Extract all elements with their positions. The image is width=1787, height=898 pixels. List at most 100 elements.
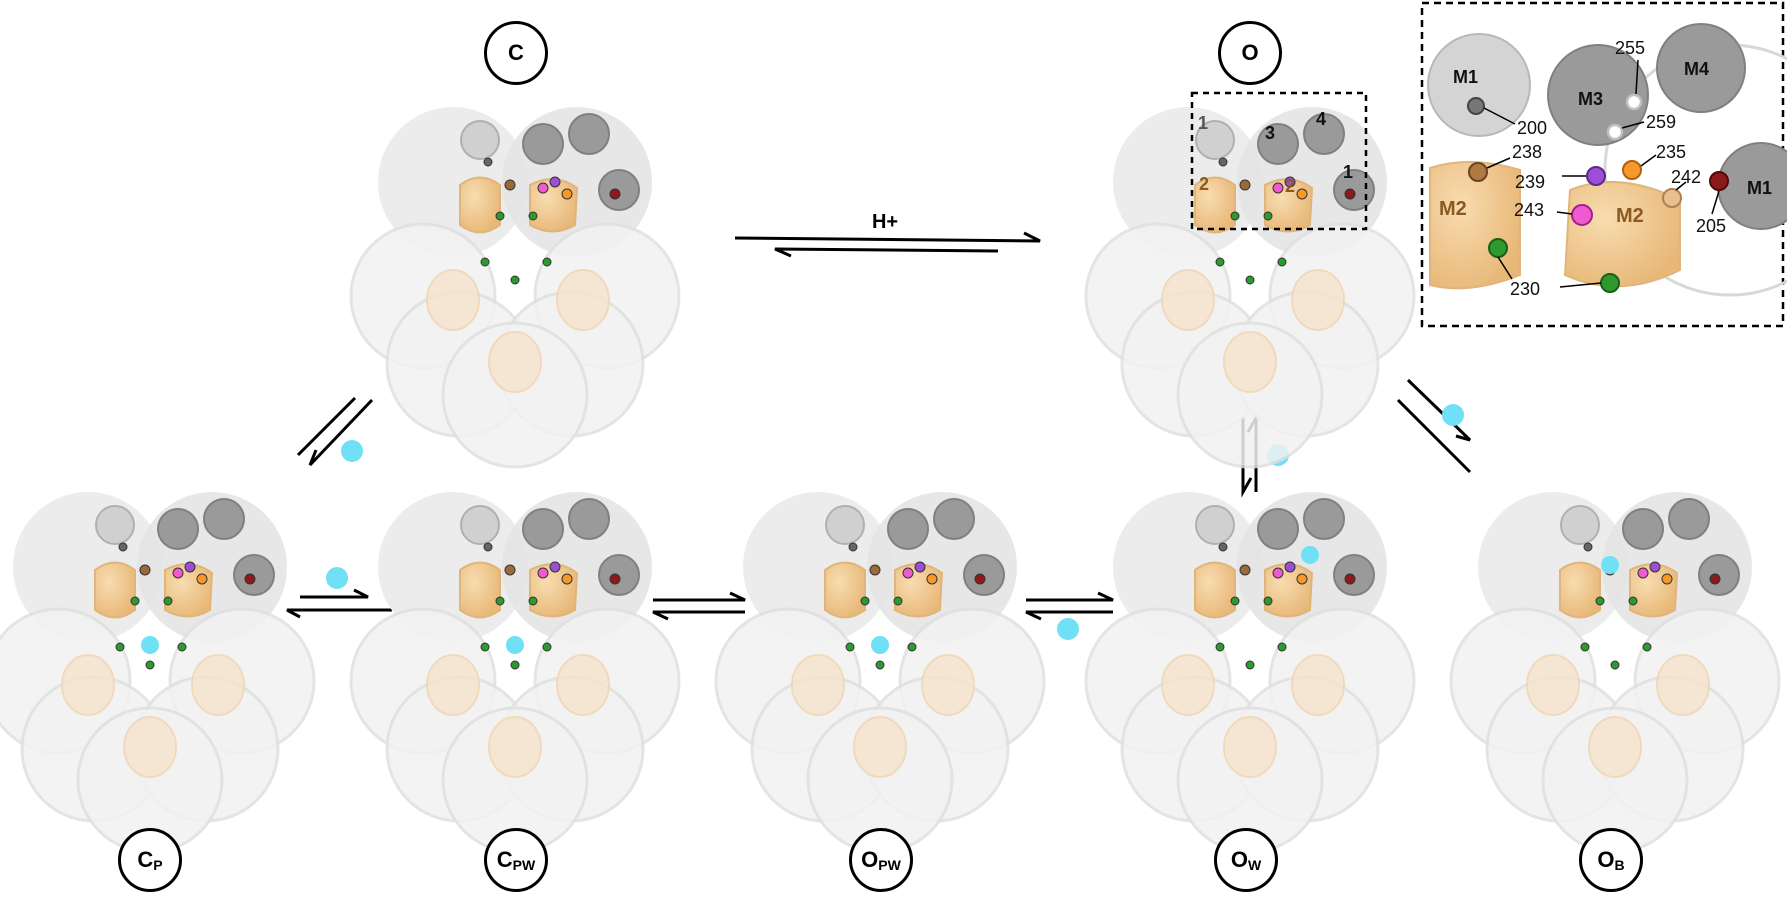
- residue-238: [139, 564, 151, 576]
- residue-230: [495, 211, 505, 221]
- residue-230: [1277, 642, 1287, 652]
- residue-230: [480, 257, 490, 267]
- residue-235: [196, 573, 208, 585]
- residue-235: [1296, 573, 1308, 585]
- faint-helix: [426, 654, 480, 716]
- helix-m1-adjacent: [1698, 554, 1740, 596]
- residue-230: [1277, 257, 1287, 267]
- residue-200: [483, 542, 493, 552]
- helix-m4: [1668, 498, 1710, 540]
- faint-helix: [1223, 331, 1277, 393]
- residue-230: [130, 596, 140, 606]
- channel-structure: [1084, 492, 1416, 854]
- residue-200: [1218, 542, 1228, 552]
- faint-helix: [123, 716, 177, 778]
- arrow-c-to-o: [734, 231, 1041, 258]
- residue-238: [1239, 564, 1251, 576]
- residue-230: [1263, 211, 1273, 221]
- arrow-cp-to-cpw: [286, 588, 392, 619]
- residue-230: [145, 660, 155, 670]
- channel-structure: [1084, 107, 1416, 469]
- faint-helix: [556, 654, 610, 716]
- residue-230: [480, 642, 490, 652]
- residue-200: [1218, 157, 1228, 167]
- helix-m1-adjacent: [598, 169, 640, 211]
- helix-m1: [95, 505, 135, 545]
- residue-235: [561, 188, 573, 200]
- helix-m1: [1560, 505, 1600, 545]
- residue-230: [1245, 275, 1255, 285]
- faint-helix: [1291, 654, 1345, 716]
- subunit: [1176, 321, 1324, 469]
- residue-205: [974, 573, 986, 585]
- residue-243: [1272, 182, 1284, 194]
- residue-230: [528, 596, 538, 606]
- residue-label: 242: [1671, 167, 1701, 187]
- helix-m2: [1194, 561, 1236, 619]
- residue-label: 200: [1517, 118, 1547, 138]
- inset-helix-label: M4: [1684, 59, 1709, 79]
- residue-243: [1637, 567, 1649, 579]
- helix-m1-adjacent: [233, 554, 275, 596]
- helix-m1-adjacent: [598, 554, 640, 596]
- residue-205: [1709, 573, 1721, 585]
- residue-label: 239: [1515, 172, 1545, 192]
- helix-label: 3: [1265, 123, 1275, 143]
- proton-label: H+: [872, 211, 898, 233]
- faint-helix: [1161, 654, 1215, 716]
- residue-238: [504, 179, 516, 191]
- helix-m1: [1195, 120, 1235, 160]
- helix-m4: [1303, 113, 1345, 155]
- inset-source-box: [1190, 91, 1368, 231]
- residue-243: [902, 567, 914, 579]
- faint-helix: [921, 654, 975, 716]
- residue-230: [1263, 596, 1273, 606]
- helix-m3: [887, 508, 929, 550]
- helix-m1: [460, 120, 500, 160]
- faint-helix: [791, 654, 845, 716]
- helix-label: 1: [1343, 162, 1353, 182]
- residue-239: [1284, 176, 1296, 188]
- helix-m3: [157, 508, 199, 550]
- residue-238: [1239, 179, 1251, 191]
- residue-239: [549, 176, 561, 188]
- inset-helix-label: M2: [1439, 198, 1467, 220]
- faint-helix: [61, 654, 115, 716]
- water-ion: [1057, 618, 1079, 640]
- helix-m1-adjacent: [1333, 169, 1375, 211]
- helix-label: 2: [1199, 174, 1209, 194]
- residue-label: 205: [1696, 216, 1726, 236]
- water-ion: [326, 567, 348, 589]
- faint-helix: [1588, 716, 1642, 778]
- residue-230: [542, 257, 552, 267]
- residue-230: [115, 642, 125, 652]
- residue-235: [1296, 188, 1308, 200]
- water-ion: [341, 440, 363, 462]
- faint-helix: [556, 269, 610, 331]
- water-ion: [1442, 404, 1464, 426]
- helix-m4: [568, 498, 610, 540]
- helix-m1-adjacent: [1333, 554, 1375, 596]
- residue-230: [1642, 642, 1652, 652]
- residue-label: 259: [1646, 112, 1676, 132]
- residue-230: [1610, 660, 1620, 670]
- residue-label: 243: [1514, 200, 1544, 220]
- residue-230: [875, 660, 885, 670]
- faint-helix: [1656, 654, 1710, 716]
- faint-helix: [1223, 716, 1277, 778]
- arrow-o-to-ob: [1396, 378, 1472, 474]
- inset-panel: M1 M3 M4 M1 M2 M2 200 205 230 235 238 23…: [1420, 1, 1787, 328]
- residue-230: [845, 642, 855, 652]
- channel-structure: [714, 492, 1046, 854]
- residue-238: [504, 564, 516, 576]
- helix-m2: [94, 561, 136, 619]
- helix-m1: [825, 505, 865, 545]
- helix-m1: [1195, 505, 1235, 545]
- helix-m4: [1303, 498, 1345, 540]
- residue-label: 230: [1510, 279, 1540, 299]
- helix-m4: [933, 498, 975, 540]
- residue-205: [1344, 188, 1356, 200]
- arrow-opw-to-ow: [1025, 591, 1114, 621]
